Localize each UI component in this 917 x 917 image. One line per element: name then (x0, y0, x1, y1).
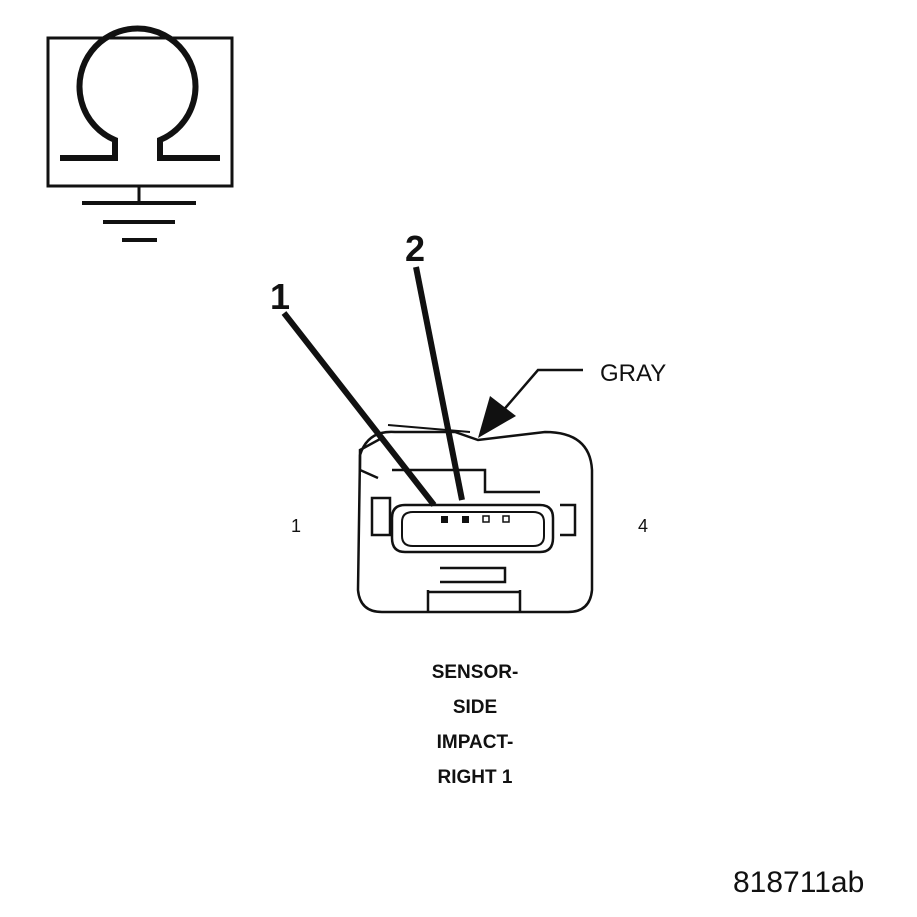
pin-left-label: 1 (291, 516, 302, 536)
pin-cavity-2 (462, 516, 469, 523)
connector-bottom-lug (426, 590, 522, 612)
component-name-line-1: SENSOR- (431, 662, 519, 683)
wire-color-arrow (478, 368, 583, 438)
pin-cavity-3 (482, 515, 490, 523)
ohmmeter-icon (46, 25, 234, 188)
connector-latch (358, 436, 383, 480)
component-name-line-3: IMPACT- (436, 732, 514, 753)
callout-2-label: 2 (405, 228, 426, 269)
component-name-line-2: SIDE (452, 697, 498, 718)
ground-icon (82, 186, 196, 242)
callout-1-label: 1 (270, 276, 291, 317)
wire-color-label: GRAY (600, 360, 667, 387)
leader-1 (281, 311, 437, 507)
connector-lock-tab (392, 468, 540, 494)
figure-id: 818711ab (733, 866, 865, 899)
component-name: SENSOR- SIDE IMPACT- RIGHT 1 (380, 655, 570, 795)
connector-housing (356, 430, 594, 614)
pin-right-label: 4 (638, 516, 649, 536)
pin-cavity-4 (502, 515, 510, 523)
connector-shoulder-right (560, 503, 577, 537)
pin-cavity-1 (441, 516, 448, 523)
leader-2 (413, 266, 465, 501)
component-name-line-4: RIGHT 1 (437, 767, 513, 788)
connector (356, 424, 594, 614)
connector-face-outer (390, 503, 555, 554)
connector-face-inner (401, 511, 545, 547)
terminal-pins (441, 515, 510, 523)
connector-shoulder-left (370, 496, 392, 537)
connector-bottom-key (440, 566, 507, 584)
callout-leaders (281, 266, 465, 507)
